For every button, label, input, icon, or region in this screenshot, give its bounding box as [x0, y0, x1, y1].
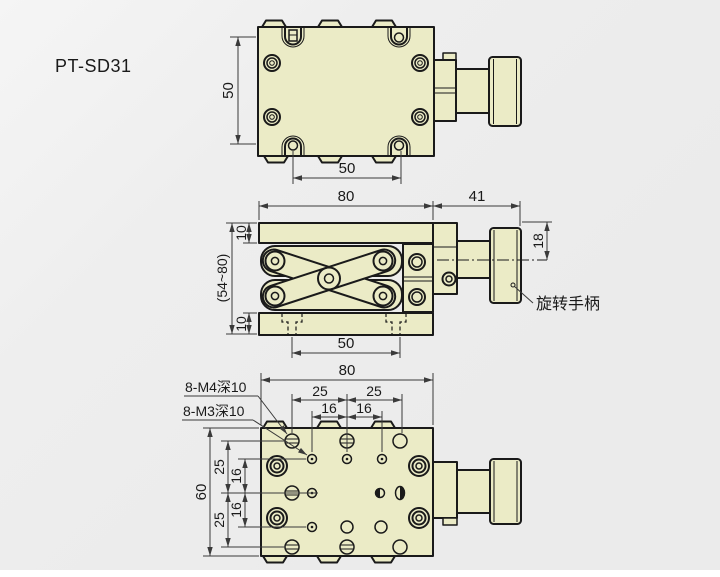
handle-label: 旋转手柄	[536, 295, 600, 313]
stage-body-top-view	[257, 26, 435, 157]
m3-callout: 8-M3深10	[182, 403, 308, 456]
m3-hole	[306, 453, 318, 465]
dim-label: 16	[356, 400, 372, 416]
dim-label: 25	[366, 383, 382, 399]
pin-hole	[374, 487, 386, 499]
dim-handle-height: 18	[522, 221, 552, 260]
dim-label: 25	[211, 512, 227, 528]
dim-height-range: (54~80)	[214, 223, 257, 335]
bottom-view: 80 25 25 16 16	[182, 362, 522, 564]
dim-label: 10	[233, 316, 249, 332]
m4-callout: 8-M4深10	[184, 379, 288, 435]
dim-label: 80	[339, 362, 356, 379]
m3-hole	[341, 453, 353, 465]
rotation-handle-front-view	[432, 222, 547, 304]
dim-label: 60	[193, 484, 210, 501]
dim-vertical-spacing: 25 16 16 25	[211, 440, 318, 548]
dim-m3-spacing: 16 16	[311, 400, 383, 452]
m4-label: 8-M4深10	[185, 379, 247, 395]
handle-callout: 旋转手柄	[510, 282, 600, 313]
dim-top-height: 50	[220, 36, 256, 145]
dim-bottom-height: 60	[193, 427, 259, 557]
m3-hole	[376, 453, 388, 465]
through-hole	[392, 433, 408, 449]
front-view: 80 41 10 (54~80) 10	[214, 188, 600, 358]
dim-bottom-plate: 10	[233, 312, 257, 334]
top-plate	[258, 222, 434, 244]
dim-handle-length: 41	[433, 188, 521, 226]
slot-hole	[394, 485, 406, 501]
dim-label: 25	[211, 459, 227, 475]
dim-top-hole-span: 50	[292, 151, 402, 184]
through-hole	[374, 520, 388, 534]
rotation-handle-top-view	[433, 52, 522, 127]
dim-label: 16	[228, 502, 244, 518]
clamp-bumps-bottom	[262, 555, 396, 564]
m3-label: 8-M3深10	[183, 403, 245, 419]
hidden-screws	[281, 313, 407, 334]
dim-label: 16	[228, 468, 244, 484]
page-title: PT-SD31	[55, 56, 132, 76]
dim-label: 41	[469, 188, 486, 205]
rotation-handle-bottom-view	[432, 458, 522, 526]
dim-front-hole-span: 50	[291, 335, 401, 358]
dim-label: 50	[338, 335, 355, 352]
m4-screw	[339, 539, 355, 555]
dim-label: 80	[338, 188, 355, 205]
bottom-plate	[258, 312, 434, 336]
dim-front-width: 80	[258, 188, 434, 220]
dim-label: 50	[220, 82, 237, 99]
corner-screws	[263, 54, 429, 126]
scissor-mechanism	[260, 245, 403, 311]
corner-bolts	[266, 455, 430, 529]
through-hole	[392, 539, 408, 555]
top-view: 50 50	[220, 19, 522, 184]
dim-top-plate: 10	[226, 222, 257, 244]
dim-m4-spacing: 25 25	[291, 383, 403, 452]
dim-label: 16	[321, 400, 337, 416]
m3-hole	[306, 521, 318, 533]
dim-label: (54~80)	[214, 254, 230, 303]
dim-label: 10	[233, 225, 249, 241]
dim-bottom-width: 80	[260, 362, 434, 425]
dim-label: 50	[339, 160, 356, 177]
dim-label: 25	[312, 383, 328, 399]
dim-label: 18	[530, 233, 546, 249]
guide-block	[402, 243, 434, 313]
through-hole	[340, 520, 354, 534]
corner-slots	[281, 27, 411, 156]
